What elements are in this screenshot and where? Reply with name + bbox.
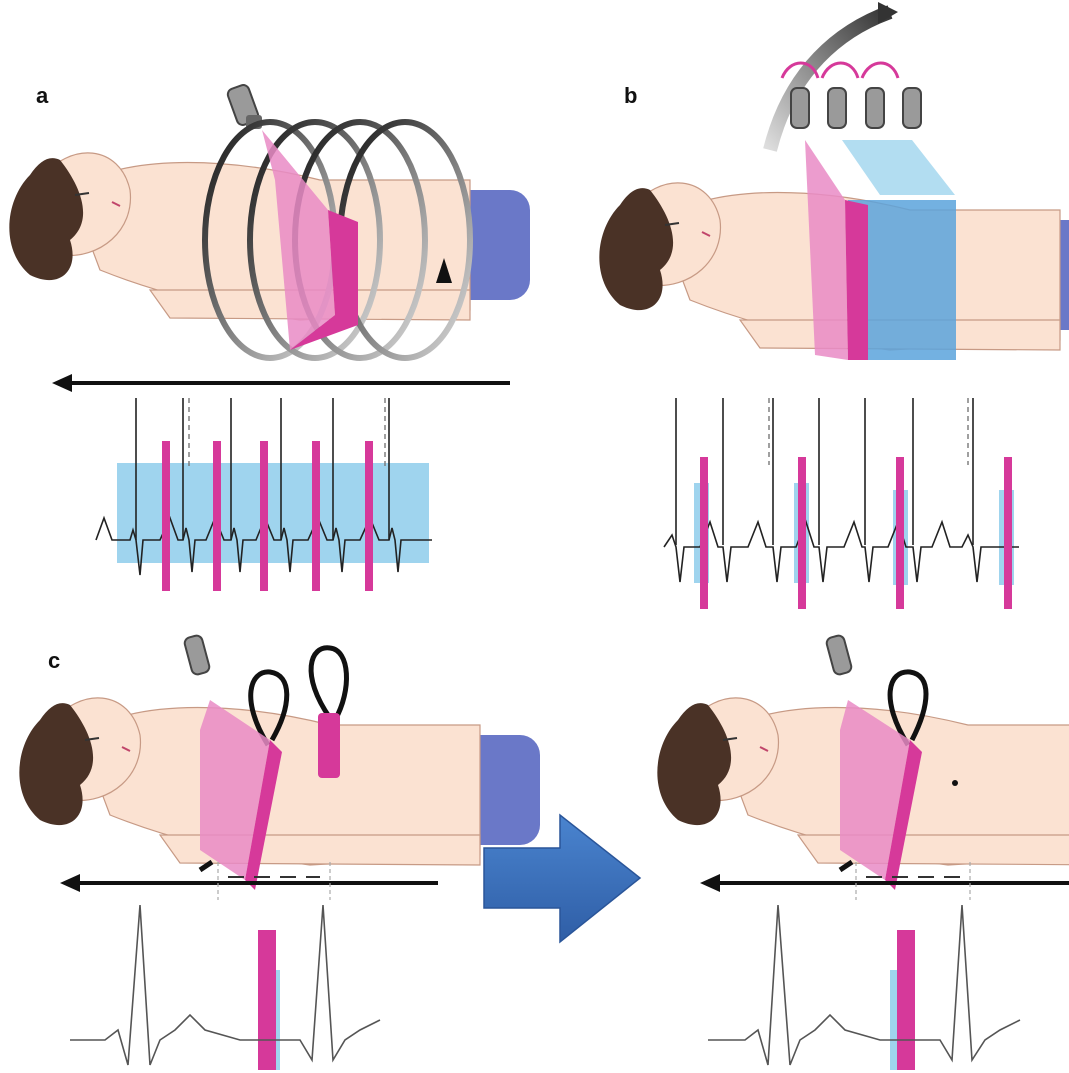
panel-label-b: b bbox=[624, 83, 637, 108]
table-direction-arrow-a bbox=[52, 374, 510, 392]
ecg-trace-c-right bbox=[708, 905, 1020, 1065]
x-ray-tube-icon bbox=[183, 634, 210, 675]
arrow-left-icon bbox=[700, 874, 720, 892]
panel-b: b bbox=[599, 2, 1069, 609]
panel-c-left: c bbox=[19, 634, 540, 1070]
panel-label-c: c bbox=[48, 648, 60, 673]
scan-blocks-b bbox=[805, 140, 956, 360]
x-ray-tube-icon bbox=[825, 634, 852, 675]
panel-label-a: a bbox=[36, 83, 49, 108]
ecg-spikes-b bbox=[676, 398, 973, 545]
panel-c-right bbox=[657, 634, 1069, 1070]
scan-bar-c-right bbox=[897, 930, 915, 1070]
panel-a: a bbox=[9, 83, 530, 591]
ecg-dashed-markers-b bbox=[769, 398, 968, 465]
ecg-trace-b bbox=[664, 522, 1019, 582]
arrow-left-icon bbox=[60, 874, 80, 892]
scan-bar-c-left bbox=[258, 930, 276, 1070]
patient-a bbox=[9, 153, 530, 320]
gantry-arc bbox=[770, 12, 890, 150]
acquisition-windows-b bbox=[694, 483, 1014, 585]
scan-bars-b bbox=[700, 457, 1012, 609]
ecg-trace-c-left bbox=[70, 905, 380, 1065]
x-ray-tube-icon bbox=[791, 88, 921, 128]
arrow-left-icon bbox=[52, 374, 72, 392]
rotation-arrow-icon bbox=[878, 2, 898, 24]
